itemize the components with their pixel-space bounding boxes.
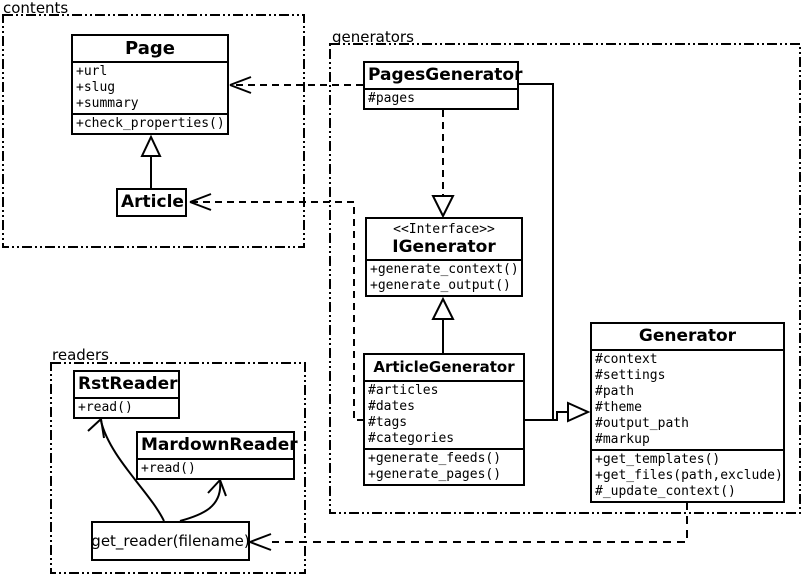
class-pages-generator-attributes: #pages (365, 88, 517, 108)
method: +generate_output() (370, 278, 511, 293)
arrowhead-rstreader (88, 419, 104, 438)
class-pages-generator-name: PagesGenerator (368, 65, 523, 85)
arrow-getreader-rstreader (101, 421, 164, 521)
class-page-name: Page (125, 38, 175, 59)
package-border-readers (51, 363, 305, 573)
attribute: #path (595, 384, 635, 399)
class-article-generator-attributes: #articles #dates #tags #categories (365, 380, 523, 448)
attribute: #tags (368, 415, 408, 430)
generalization-articlegenerator-generator (525, 412, 568, 420)
dependency-generator-getreader (272, 502, 687, 542)
dependency-arrowhead-article (190, 194, 211, 210)
class-generator-methods: +get_templates() +get_files(path,exclude… (592, 449, 783, 501)
method: +read() (141, 461, 196, 476)
package-border-generators (330, 44, 800, 513)
class-igenerator-title: <<Interface>> IGenerator (367, 219, 521, 259)
class-article-generator-name: ArticleGenerator (373, 358, 515, 376)
class-mardown-reader-methods: +read() (138, 458, 293, 478)
class-article: Article (116, 188, 187, 217)
attribute: #markup (595, 432, 650, 447)
dependency-articlegenerator-article (190, 202, 364, 420)
method: #_update_context() (595, 484, 736, 499)
generalization-pagesgenerator-generator (519, 84, 553, 420)
class-rst-reader-methods: +read() (75, 397, 178, 417)
attribute: #pages (368, 91, 415, 106)
method: +generate_pages() (368, 467, 502, 482)
package-label-generators: generators (332, 28, 414, 46)
attribute: #articles (368, 383, 439, 398)
method: +get_templates() (595, 452, 721, 467)
class-igenerator-stereotype: <<Interface>> (393, 222, 495, 237)
generalization-triangle-page-bottom (142, 137, 160, 156)
attribute: +url (76, 64, 108, 79)
class-igenerator: <<Interface>> IGenerator +generate_conte… (365, 217, 523, 297)
generalization-triangle-generator-left (568, 403, 588, 421)
class-page: Page +url +slug +summary +check_properti… (71, 34, 229, 135)
arrow-getreader-mardownreader (180, 480, 220, 521)
attribute: #settings (595, 368, 666, 383)
class-generator-attributes: #context #settings #path #theme #output_… (592, 349, 783, 449)
attribute: #categories (368, 431, 455, 446)
method: +read() (78, 400, 133, 415)
method: +generate_feeds() (368, 451, 502, 466)
attribute: +slug (76, 80, 116, 95)
class-rst-reader-name: RstReader (78, 374, 178, 394)
method: +generate_context() (370, 262, 519, 277)
attribute: +summary (76, 96, 139, 111)
class-page-methods: +check_properties() (73, 113, 227, 133)
attribute: #dates (368, 399, 415, 414)
class-rst-reader: RstReader +read() (73, 370, 180, 419)
class-pages-generator: PagesGenerator #pages (363, 61, 523, 110)
class-article-name: Article (121, 192, 184, 212)
package-label-readers: readers (52, 346, 109, 364)
realization-triangle-igenerator-top (433, 196, 453, 216)
method: +get_files(path,exclude) (595, 468, 783, 483)
method: +check_properties() (76, 116, 225, 131)
attribute: #context (595, 352, 658, 367)
function-get-reader-label: get_reader(filename) (91, 532, 250, 550)
class-mardown-reader: MardownReader +read() (136, 431, 298, 480)
function-get-reader: get_reader(filename) (91, 521, 250, 561)
class-igenerator-name: IGenerator (392, 237, 496, 257)
attribute: #output_path (595, 416, 689, 431)
class-article-generator-methods: +generate_feeds() +generate_pages() (365, 448, 523, 484)
class-generator-name: Generator (638, 326, 737, 346)
attribute: #theme (595, 400, 642, 415)
dependency-arrowhead-getreader (250, 534, 271, 550)
class-article-generator: ArticleGenerator #articles #dates #tags … (363, 353, 525, 486)
arrowhead-mardownreader (208, 480, 226, 496)
class-page-attributes: +url +slug +summary (73, 61, 227, 113)
generalization-triangle-igenerator-bottom (433, 299, 453, 319)
class-generator: Generator #context #settings #path #them… (590, 322, 785, 503)
class-mardown-reader-name: MardownReader (141, 435, 298, 455)
dependency-arrowhead-page (230, 77, 251, 93)
package-label-contents: contents (3, 0, 69, 17)
package-border-contents (3, 15, 304, 247)
class-igenerator-methods: +generate_context() +generate_output() (367, 259, 521, 295)
